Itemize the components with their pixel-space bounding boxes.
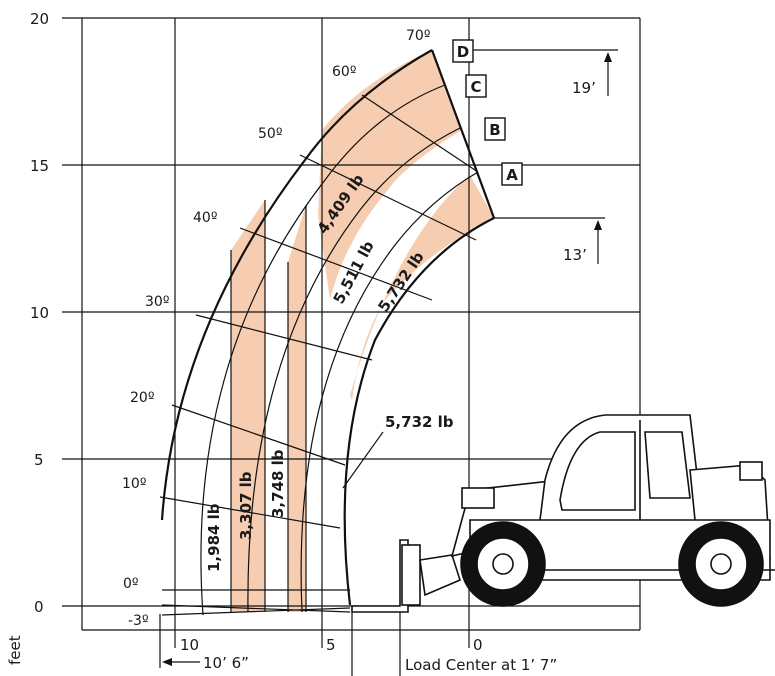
extension-label-b: B	[489, 121, 500, 139]
angle-60: 60º	[332, 64, 356, 80]
angle-minus-3: -3º	[128, 613, 149, 629]
capacity-callout-5732: 5,732 lb	[385, 413, 454, 431]
grid	[62, 17, 641, 648]
band-upper	[318, 50, 462, 300]
arrow-up-icon	[604, 52, 612, 62]
extension-label-c: C	[470, 78, 481, 96]
angle-30: 30º	[145, 294, 169, 310]
height-19: 19’	[572, 79, 596, 97]
boom-arcs	[159, 49, 496, 616]
x-axis-labels: 10 5 0	[180, 636, 483, 654]
x-tick-5: 5	[326, 636, 336, 654]
y-tick-15: 15	[30, 157, 49, 175]
x-tick-10: 10	[180, 636, 199, 654]
extension-label-a: A	[506, 166, 518, 184]
reach-label: 10’ 6”	[203, 654, 249, 672]
y-tick-0: 0	[34, 598, 44, 616]
angle-40: 40º	[193, 210, 217, 226]
arrow-up-icon	[594, 220, 602, 230]
y-tick-10: 10	[30, 304, 49, 322]
x-tick-0: 0	[473, 636, 483, 654]
band-col-2	[288, 205, 306, 612]
angle-70: 70º	[406, 28, 430, 44]
capacity-bands	[231, 50, 494, 612]
band-col-1	[231, 200, 265, 612]
y-axis-labels: 20 15 10 5 0 feet	[6, 10, 49, 665]
extension-label-d: D	[457, 43, 469, 61]
outer-envelope	[160, 49, 433, 521]
capacity-label-3307: 3,307 lb	[237, 471, 255, 540]
arrow-left-icon	[162, 658, 172, 666]
load-center-label: Load Center at 1’ 7”	[405, 656, 557, 674]
telehandler-illustration	[351, 414, 775, 613]
y-tick-5: 5	[34, 451, 44, 469]
angle-0: 0º	[123, 576, 139, 592]
y-tick-20: 20	[30, 10, 49, 28]
capacity-label-1984: 1,984 lb	[205, 503, 223, 572]
angle-labels: 70º 60º 50º 40º 30º 20º 10º 0º -3º	[122, 28, 430, 629]
height-13: 13’	[563, 246, 587, 264]
capacity-label-3748: 3,748 lb	[269, 449, 287, 518]
dimension-labels: 19’ 13’ 10’ 6” Load Center at 1’ 7”	[159, 79, 596, 676]
y-axis-unit: feet	[6, 635, 24, 665]
extension-labels: D C B A	[452, 39, 618, 264]
angle-20: 20º	[130, 390, 154, 406]
angle-50: 50º	[258, 126, 282, 142]
angle-10: 10º	[122, 476, 146, 492]
